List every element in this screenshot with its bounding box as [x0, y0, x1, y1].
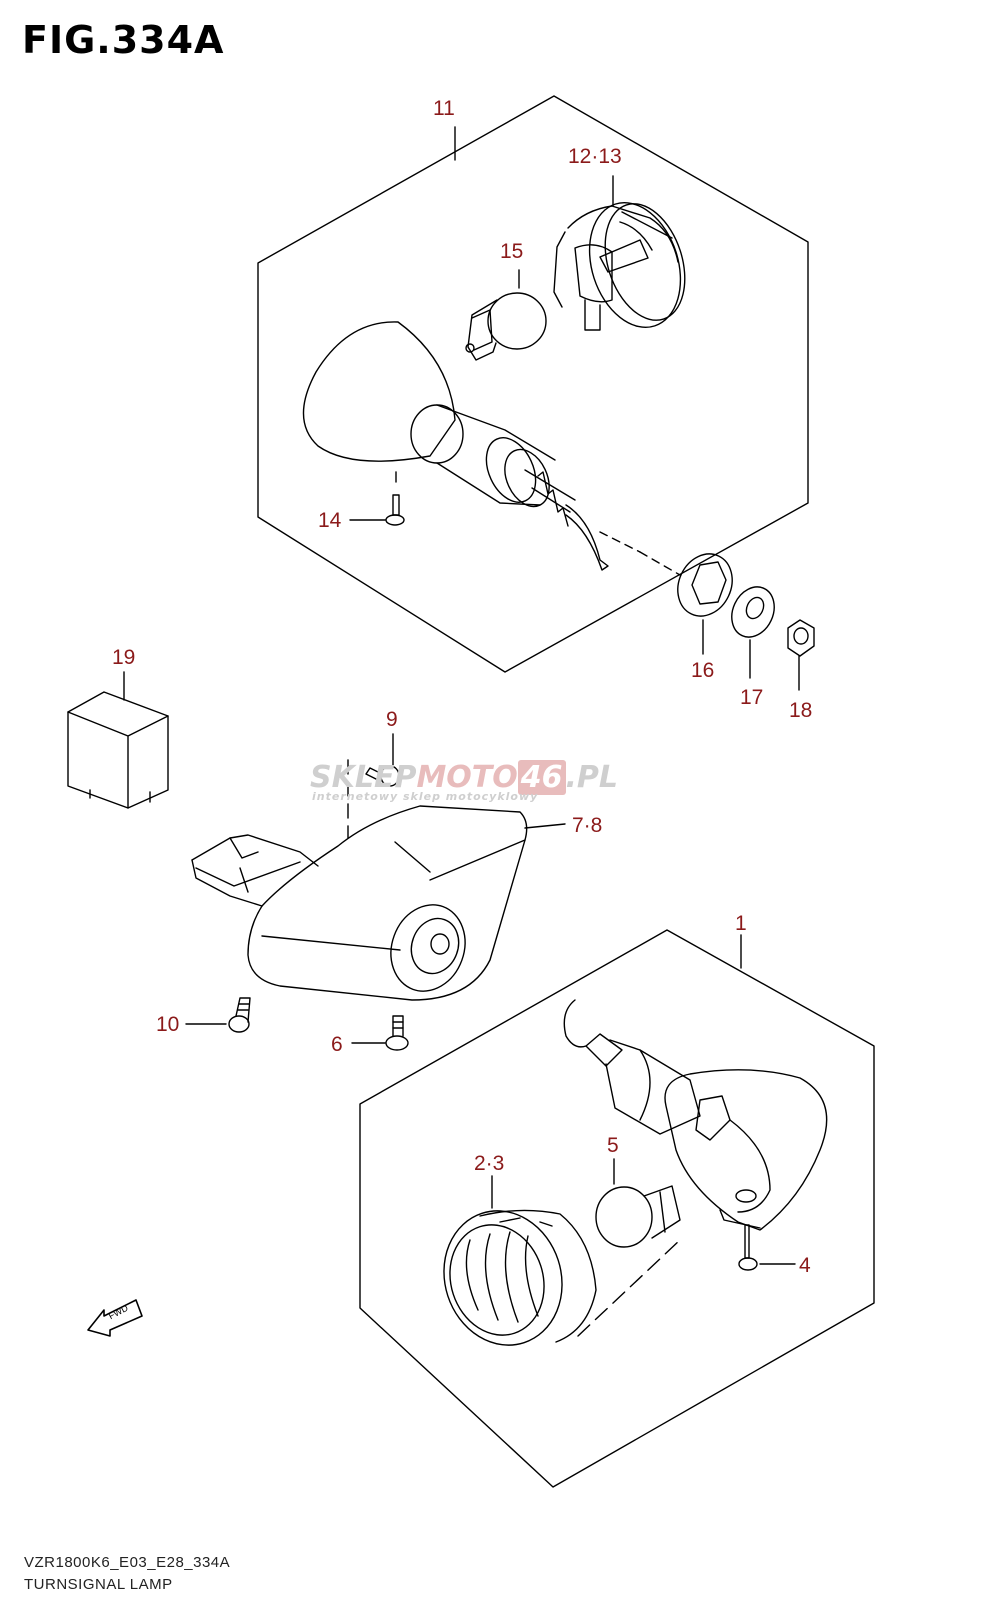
callout-7-8: 7·8 [572, 814, 603, 837]
fwd-arrow [87, 1299, 143, 1337]
figure-title: FIG.334A [22, 18, 225, 62]
watermark-brand-a: SKLEP [310, 760, 417, 795]
relay-19 [67, 671, 169, 809]
callout-1: 1 [735, 912, 747, 935]
diagram-caption: TURNSIGNAL LAMP [24, 1576, 173, 1593]
lens-2-3 [443, 1175, 681, 1346]
bulb-5 [595, 1158, 681, 1248]
watermark-tagline: internetowy sklep motocyklowy [312, 790, 539, 803]
model-code: VZR1800K6_E03_E28_334A [24, 1554, 231, 1571]
screw-4 [738, 1224, 796, 1271]
callout-12-13: 12·13 [568, 145, 622, 168]
callout-15: 15 [500, 240, 524, 263]
callout-11: 11 [433, 97, 455, 120]
nut-18 [787, 619, 815, 691]
callout-18: 18 [789, 699, 813, 722]
bulb-15 [465, 269, 547, 361]
washer-17 [731, 586, 775, 679]
socket-12-13 [553, 175, 686, 331]
screw-14 [349, 471, 405, 526]
callout-2-3: 2·3 [474, 1152, 505, 1175]
callout-5: 5 [607, 1134, 619, 1157]
screw-9 [365, 733, 400, 787]
callout-19: 19 [112, 646, 136, 669]
callout-10: 10 [156, 1013, 180, 1036]
callout-6: 6 [331, 1033, 343, 1056]
watermark-brand-d: .PL [565, 760, 619, 795]
callout-16: 16 [691, 659, 715, 682]
callout-17: 17 [740, 686, 764, 709]
bracket-7-8 [191, 759, 566, 1001]
callout-4: 4 [799, 1254, 811, 1277]
lamp-housing [302, 321, 641, 571]
callout-14: 14 [318, 509, 342, 532]
screw-6 [351, 1015, 409, 1051]
assembly-11-frame [257, 95, 809, 673]
washer-16 [639, 551, 733, 655]
assembly-1-frame [359, 929, 875, 1488]
screw-10 [185, 997, 251, 1033]
watermark-brand-b: MOTO [416, 760, 518, 795]
watermark-brand-c: 46 [517, 760, 566, 795]
callout-9: 9 [386, 708, 398, 731]
